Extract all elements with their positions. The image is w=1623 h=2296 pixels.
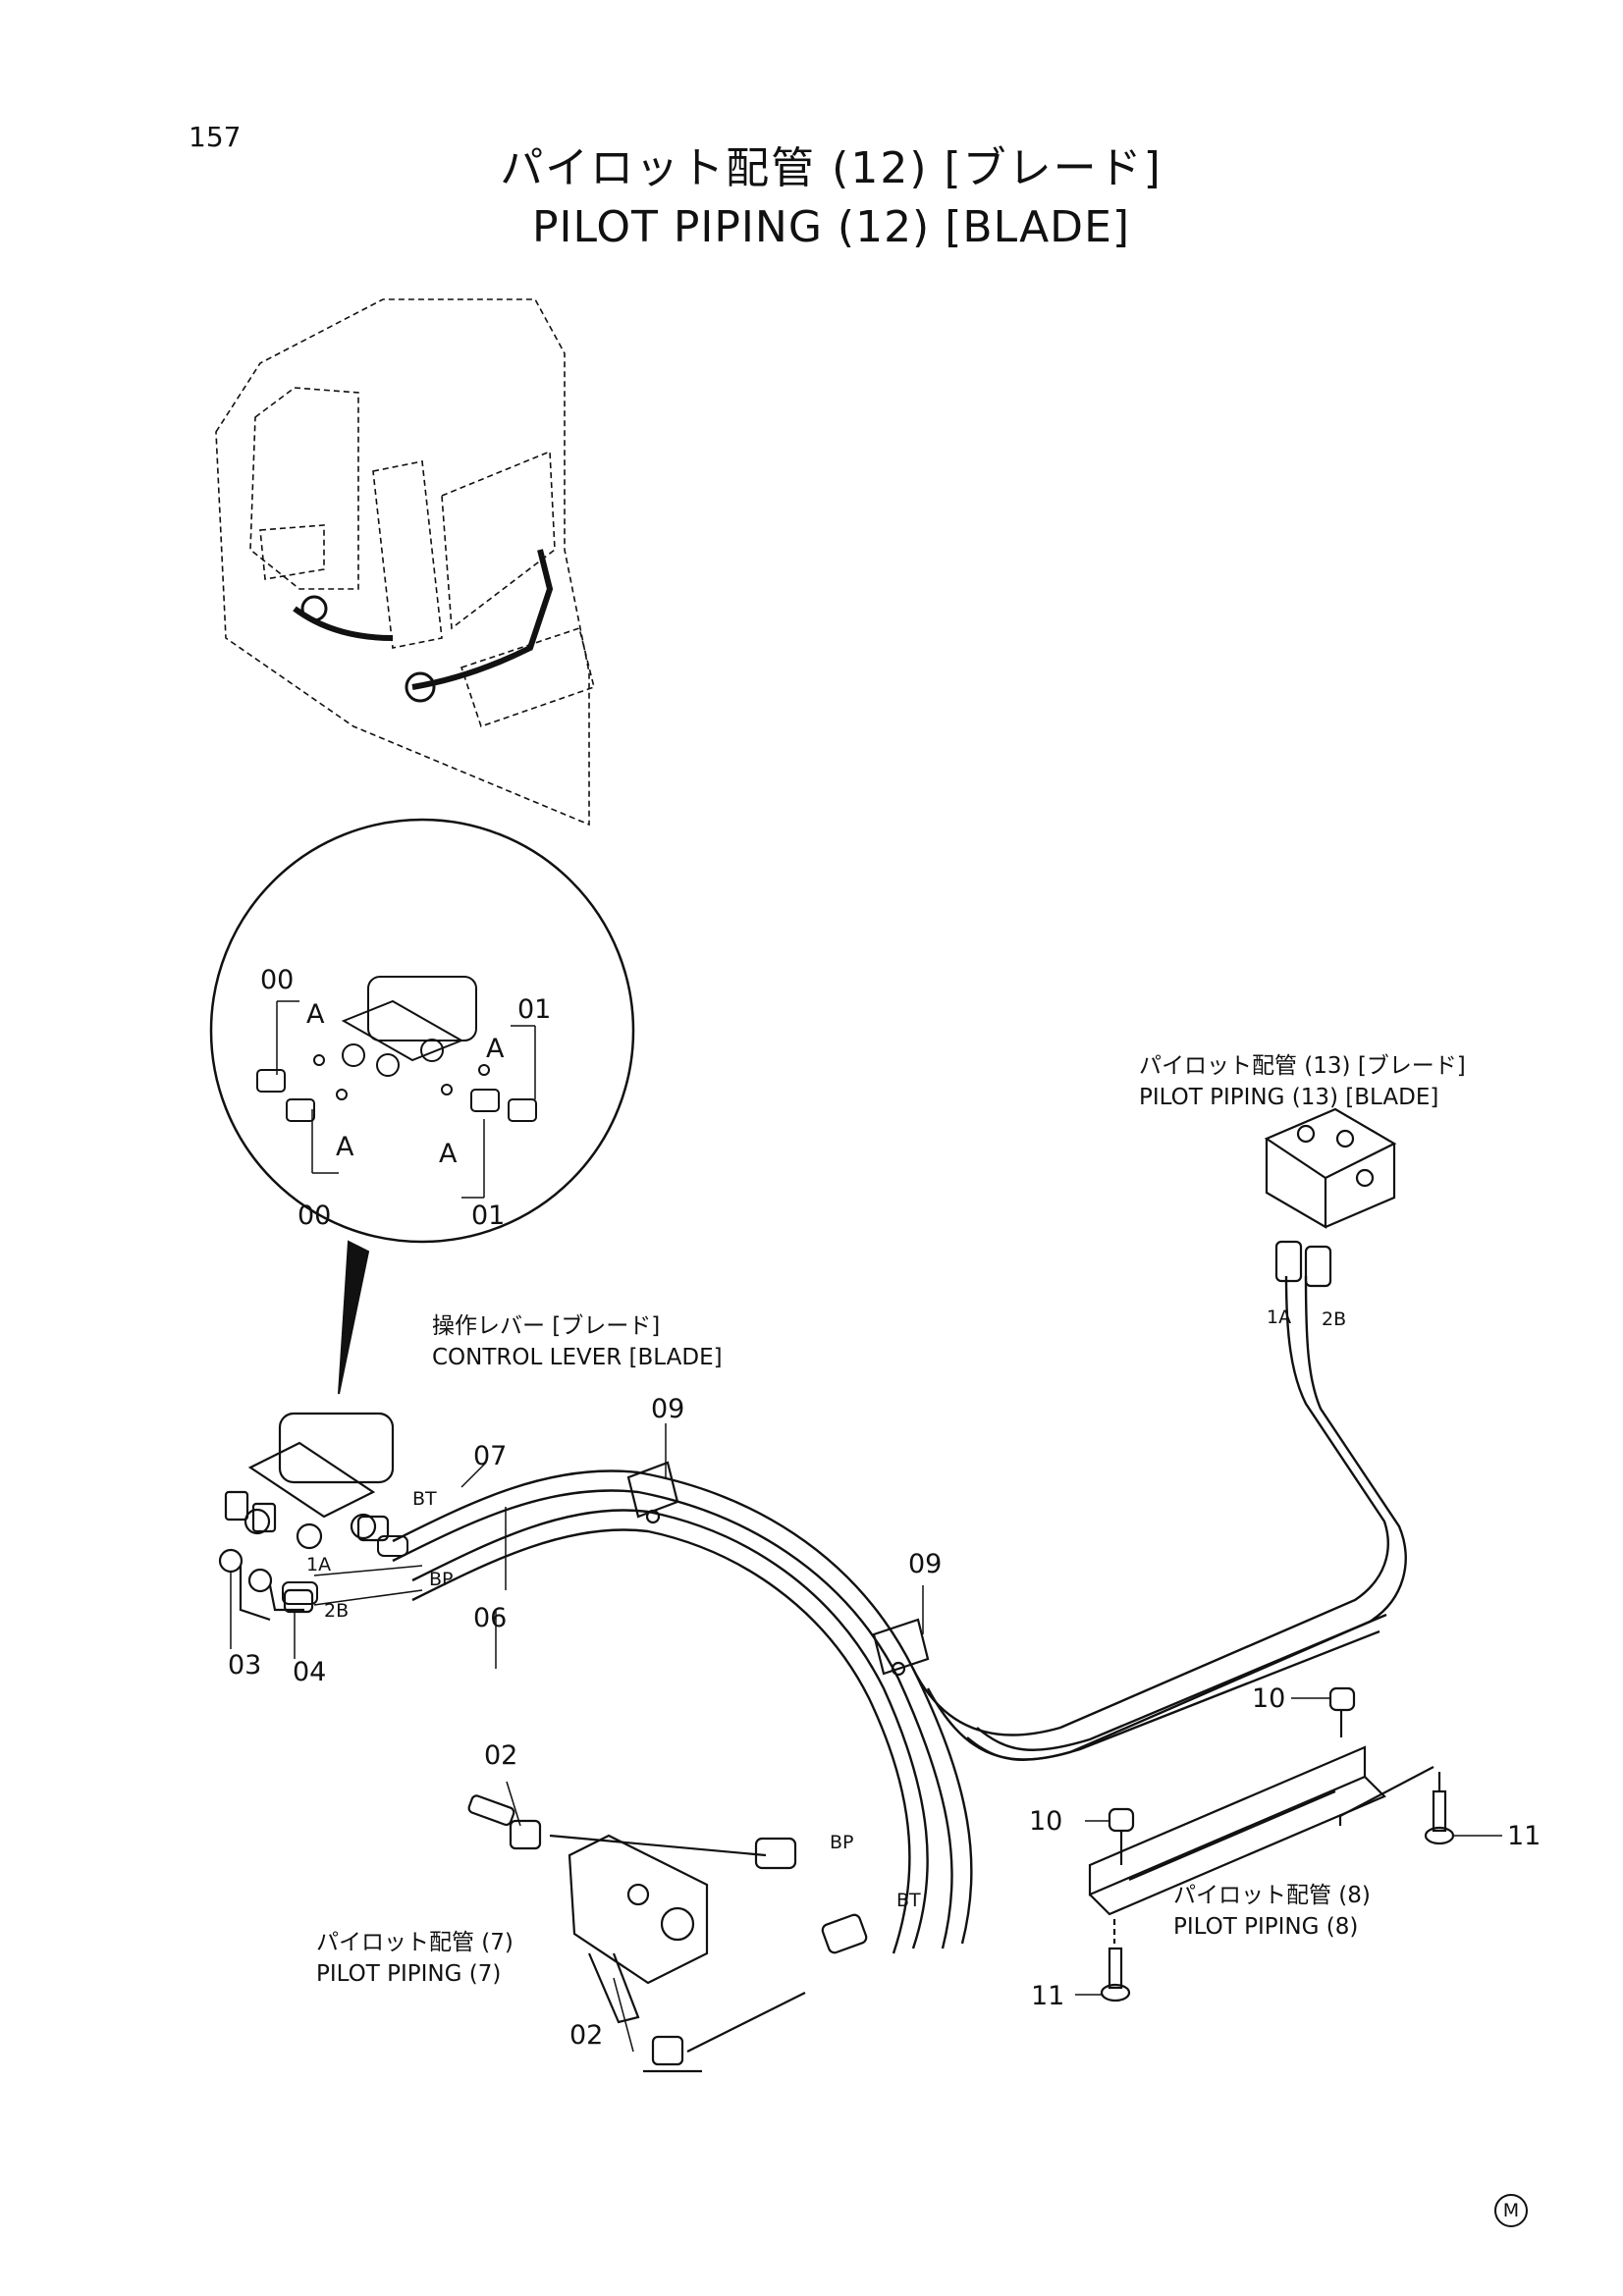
callout-10: 10 xyxy=(1252,1683,1286,1714)
detail-lever xyxy=(256,976,537,1122)
callout-00: 00 xyxy=(260,965,295,995)
port-label-1a: 1A xyxy=(306,1554,332,1575)
port-label-bp: BP xyxy=(429,1569,454,1590)
label-pilot-piping-8-jp: パイロット配管 (8) xyxy=(1173,1883,1371,1908)
bracket-8 xyxy=(1088,1686,1455,2002)
hose-clamps xyxy=(626,1461,930,1677)
port-label-2b: 2B xyxy=(324,1600,350,1622)
callout-01: 01 xyxy=(517,994,552,1025)
callout-01: 01 xyxy=(471,1201,506,1231)
lever-fittings xyxy=(282,1535,408,1605)
callout-11: 11 xyxy=(1507,1821,1542,1851)
leader-lines xyxy=(230,1423,1502,2053)
control-lever xyxy=(218,1412,395,1622)
label-control-lever-en: CONTROL LEVER [BLADE] xyxy=(432,1345,723,1370)
label-control-lever-jp: 操作レバー [ブレード] xyxy=(432,1313,661,1339)
callout-07: 07 xyxy=(473,1441,508,1471)
cab-wiring xyxy=(293,549,554,703)
callout-04: 04 xyxy=(293,1657,327,1687)
callout-03: 03 xyxy=(228,1650,262,1681)
label-pilot-piping-13-en: PILOT PIPING (13) [BLADE] xyxy=(1139,1085,1439,1110)
page-title-en: PILOT PIPING (12) [BLADE] xyxy=(531,202,1131,252)
callout-a: A xyxy=(336,1132,354,1162)
valve-7 xyxy=(467,1794,868,2073)
callout-a: A xyxy=(486,1034,505,1064)
port-label-1a: 1A xyxy=(1267,1307,1292,1328)
port-label-2b: 2B xyxy=(1322,1308,1347,1330)
callout-02: 02 xyxy=(484,1740,518,1771)
valve-block-13 xyxy=(1264,1107,1397,1288)
callout-09: 09 xyxy=(908,1549,943,1579)
port-label-bt: BT xyxy=(896,1890,921,1911)
callout-09: 09 xyxy=(651,1394,685,1424)
callout-06: 06 xyxy=(473,1603,508,1633)
detail-circle xyxy=(209,818,635,1244)
label-pilot-piping-8-en: PILOT PIPING (8) xyxy=(1173,1914,1359,1940)
page-title-jp: パイロット配管 (12) [ブレード] xyxy=(500,143,1163,193)
label-pilot-piping-7-en: PILOT PIPING (7) xyxy=(316,1961,502,1987)
callout-a: A xyxy=(439,1139,458,1169)
detail-pointer xyxy=(338,1240,370,1395)
callout-11: 11 xyxy=(1031,1981,1065,2011)
callout-02: 02 xyxy=(569,2020,604,2051)
callout-00: 00 xyxy=(298,1201,332,1231)
port-label-bp: BP xyxy=(830,1832,854,1853)
label-pilot-piping-13-jp: パイロット配管 (13) [ブレード] xyxy=(1139,1053,1466,1079)
label-pilot-piping-7-jp: パイロット配管 (7) xyxy=(316,1930,514,1955)
callout-a: A xyxy=(306,999,325,1030)
m-mark: M xyxy=(1494,2194,1528,2227)
port-label-bt: BT xyxy=(412,1488,437,1510)
hose-bundle xyxy=(392,1275,1407,1954)
callout-10: 10 xyxy=(1029,1806,1063,1837)
detail-leaders xyxy=(276,1000,536,1199)
cab-illustration xyxy=(215,298,595,827)
page-number: 157 xyxy=(189,121,242,153)
